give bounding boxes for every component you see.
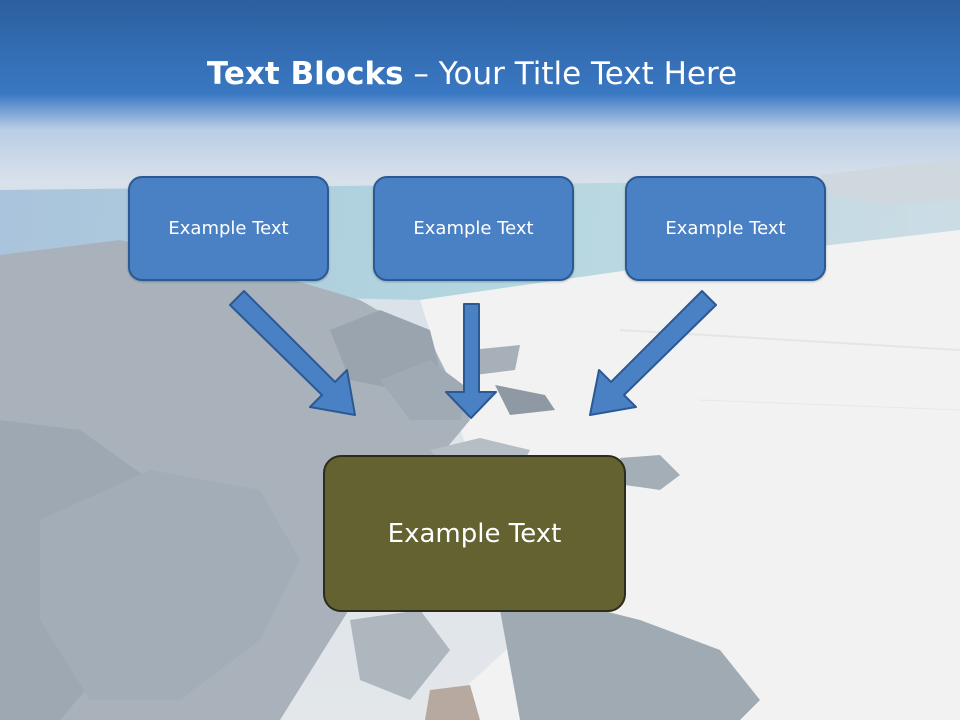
title-dash: – [413,56,429,92]
title-rest: Your Title Text Here [438,56,738,92]
text-block-1[interactable]: Example Text [128,176,329,281]
title-bold-part: Text Blocks [206,56,404,92]
arrow-left [229,290,356,416]
text-block-2[interactable]: Example Text [373,176,574,281]
arrow-middle [445,303,497,419]
text-block-3[interactable]: Example Text [625,176,826,281]
arrow-right [589,290,717,416]
slide-title: Text Blocks – Your Title Text Here [0,52,944,96]
bottom-text-block-label: Example Text [387,518,562,549]
bottom-text-block[interactable]: Example Text [323,455,626,612]
text-block-1-label: Example Text [168,218,289,239]
text-block-3-label: Example Text [665,218,786,239]
text-block-2-label: Example Text [413,218,534,239]
